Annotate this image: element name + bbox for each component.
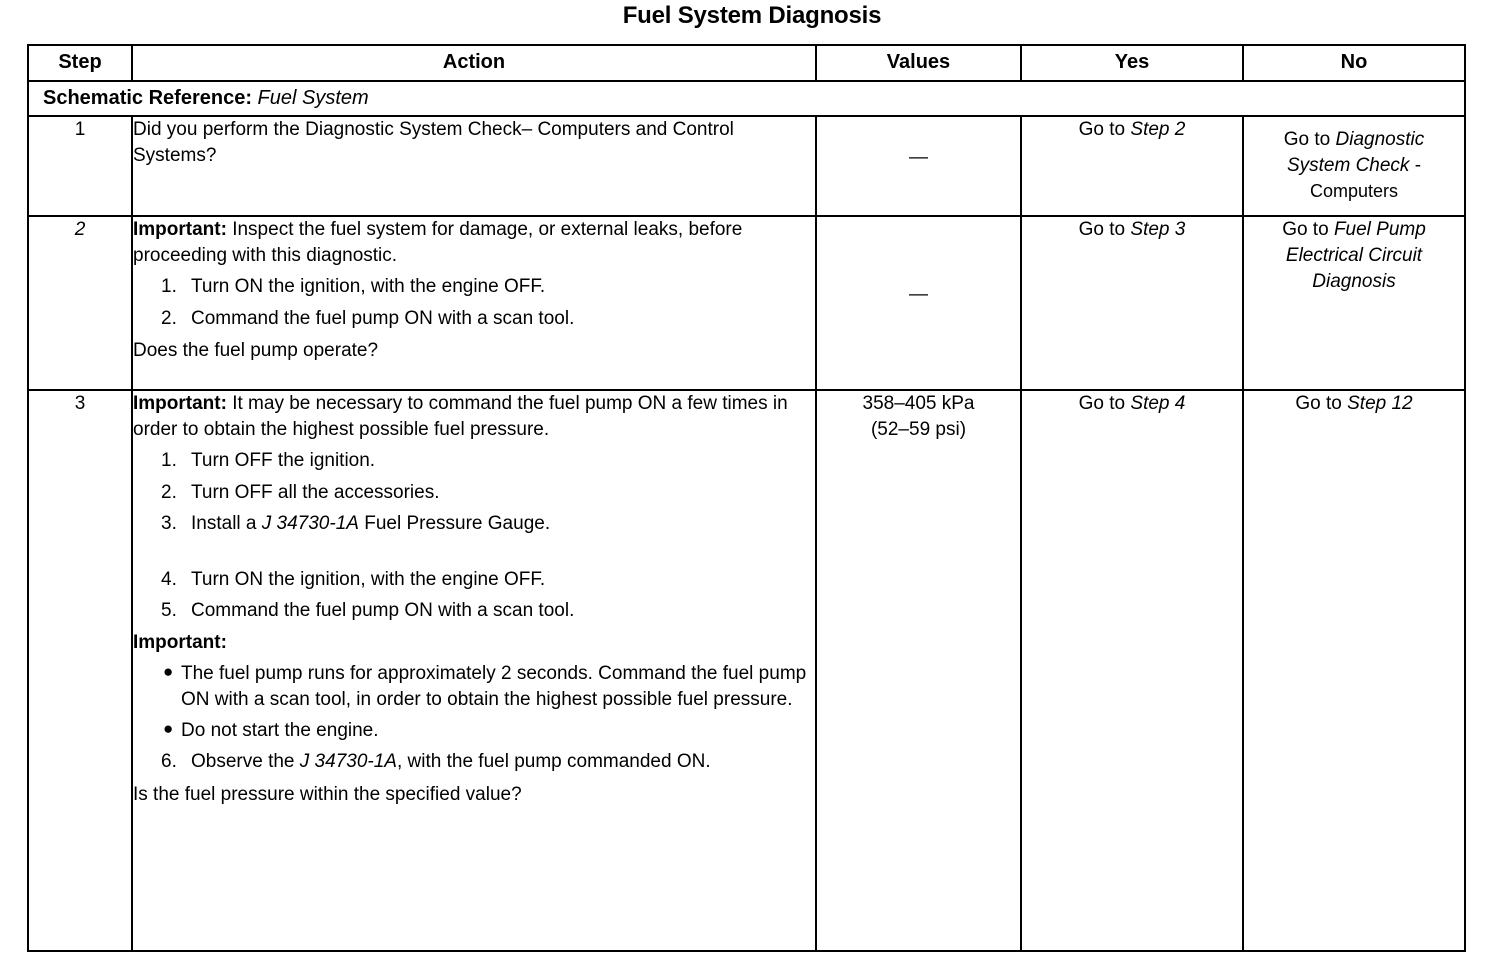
list-item: 1. Turn OFF the ignition. xyxy=(133,448,815,474)
table-row: 1 Did you perform the Diagnostic System … xyxy=(27,115,1466,217)
list-item: 2. Command the fuel pump ON with a scan t… xyxy=(133,306,815,332)
list-item: 3. Install a J 34730-1A Fuel Pressure Gau… xyxy=(133,511,815,537)
list-item-number: 3. xyxy=(161,512,177,534)
no-text-plain: Go to xyxy=(1295,393,1348,414)
yes-text-italic: Step 3 xyxy=(1130,219,1186,240)
list-item: 4. Turn ON the ignition, with the engine … xyxy=(133,567,815,593)
no-text-plain-3: Computers xyxy=(1309,181,1399,202)
list-item-text: Command the fuel pump ON with a scan too… xyxy=(191,600,575,622)
yes-text-italic: Step 2 xyxy=(1130,119,1186,140)
list-item-number: 6. xyxy=(161,751,177,773)
column-header-no: No xyxy=(1242,44,1466,82)
no-text-italic-3: Diagnosis xyxy=(1312,271,1396,293)
no-cell: Go to Diagnostic System Check - Computer… xyxy=(1242,115,1466,217)
action-numbered-list-c: 6. Observe the J 34730-1A, with the fuel … xyxy=(133,749,815,775)
yes-text-plain: Go to xyxy=(1078,393,1131,414)
action-cell: Important: Inspect the fuel system for d… xyxy=(131,215,817,391)
action-cell: Important: It may be necessary to comman… xyxy=(131,389,817,952)
list-item-text: Command the fuel pump ON with a scan too… xyxy=(191,307,575,329)
vertical-spacer xyxy=(133,542,815,562)
list-item: 5. Command the fuel pump ON with a scan t… xyxy=(133,598,815,624)
step-number: 1 xyxy=(27,115,133,217)
list-item: 1. Turn ON the ignition, with the engine … xyxy=(133,274,815,300)
no-text-plain-2: - xyxy=(1409,154,1422,176)
no-text-italic-2: System Check xyxy=(1286,154,1410,176)
action-numbered-list-a: 1. Turn OFF the ignition. 2. Turn OFF all … xyxy=(133,448,815,537)
diagnostic-table: Step Action Values Yes No Schematic Refe… xyxy=(27,44,1466,952)
values-line-kpa: 358–405 kPa xyxy=(862,393,975,414)
list-item-text-before: Observe the xyxy=(191,751,300,773)
step-number: 3 xyxy=(27,389,133,952)
list-item-number: 5. xyxy=(161,600,177,622)
important-label: Important: xyxy=(133,393,227,414)
action-important: Important: It may be necessary to comman… xyxy=(133,391,815,443)
list-item-text-before: Install a xyxy=(191,512,262,534)
no-text-italic: Step 12 xyxy=(1347,393,1413,414)
action-numbered-list-b: 4. Turn ON the ignition, with the engine … xyxy=(133,567,815,624)
yes-cell: Go to Step 3 xyxy=(1020,215,1244,391)
list-item-number: 2. xyxy=(161,307,177,329)
important-text: Inspect the fuel system for damage, or e… xyxy=(133,219,743,267)
no-text-italic: Diagnostic xyxy=(1335,128,1425,150)
no-text-plain: Go to xyxy=(1283,128,1336,150)
action-bullet-list: ● The fuel pump runs for approximately 2 … xyxy=(133,661,815,745)
bullet-icon: ● xyxy=(163,719,174,739)
column-header-values: Values xyxy=(815,44,1022,82)
list-item: ● The fuel pump runs for approximately 2 … xyxy=(133,661,815,713)
yes-cell: Go to Step 4 xyxy=(1020,389,1244,952)
list-item: ● Do not start the engine. xyxy=(133,718,815,744)
no-cell: Go to Step 12 xyxy=(1242,389,1466,952)
table-row: 2 Important: Inspect the fuel system for… xyxy=(27,215,1466,391)
action-question: Does the fuel pump operate? xyxy=(133,339,379,361)
list-item-number: 1. xyxy=(161,450,177,472)
step-number: 2 xyxy=(27,215,133,391)
tool-number: J 34730-1A xyxy=(261,512,359,534)
important-label-2: Important: xyxy=(133,631,227,653)
schematic-reference-row: Schematic Reference: Fuel System xyxy=(27,80,1466,117)
tool-number: J 34730-1A xyxy=(299,751,397,773)
list-item-number: 2. xyxy=(161,481,177,503)
action-cell: Did you perform the Diagnostic System Ch… xyxy=(131,115,817,217)
important-text: It may be necessary to command the fuel … xyxy=(133,393,788,441)
no-text-italic-2: Electrical Circuit xyxy=(1285,245,1423,267)
action-question: Is the fuel pressure within the specifie… xyxy=(133,783,522,805)
list-item-text: Turn ON the ignition, with the engine OF… xyxy=(191,276,546,298)
yes-text-plain: Go to xyxy=(1078,219,1131,240)
action-numbered-list: 1. Turn ON the ignition, with the engine … xyxy=(133,274,815,331)
schematic-reference-label: Schematic Reference: xyxy=(43,86,252,109)
values-line-psi: (52–59 psi) xyxy=(870,419,967,441)
list-item: 6. Observe the J 34730-1A, with the fuel … xyxy=(133,749,815,775)
list-item-text: Turn ON the ignition, with the engine OF… xyxy=(191,569,546,591)
schematic-reference-cell: Schematic Reference: Fuel System xyxy=(27,80,1466,117)
no-text-plain: Go to xyxy=(1282,219,1334,240)
action-important: Important: Inspect the fuel system for d… xyxy=(133,217,815,269)
values-cell: 358–405 kPa (52–59 psi) xyxy=(815,389,1022,952)
list-item-text: Turn OFF all the accessories. xyxy=(191,481,440,503)
list-item-number: 4. xyxy=(161,569,177,591)
schematic-reference-value: Fuel System xyxy=(257,86,369,109)
yes-text-italic: Step 4 xyxy=(1130,393,1186,414)
column-header-yes: Yes xyxy=(1020,44,1244,82)
column-header-step: Step xyxy=(27,44,133,82)
list-item-text: Do not start the engine. xyxy=(181,720,379,742)
list-item-text: The fuel pump runs for approximately 2 s… xyxy=(181,662,807,710)
list-item-text: Turn OFF the ignition. xyxy=(191,450,376,472)
list-item-number: 1. xyxy=(161,276,177,298)
column-header-action: Action xyxy=(131,44,817,82)
list-item: 2. Turn OFF all the accessories. xyxy=(133,480,815,506)
yes-cell: Go to Step 2 xyxy=(1020,115,1244,217)
values-cell: — xyxy=(815,215,1022,391)
page-title: Fuel System Diagnosis xyxy=(622,2,882,29)
bullet-icon: ● xyxy=(163,661,174,681)
list-item-text-after: Fuel Pressure Gauge. xyxy=(358,512,551,534)
important-label: Important: xyxy=(133,219,227,240)
table-row: 3 Important: It may be necessary to comm… xyxy=(27,389,1466,952)
table-header-row: Step Action Values Yes No xyxy=(27,44,1466,82)
yes-text-plain: Go to xyxy=(1078,119,1131,140)
list-item-text-after: , with the fuel pump commanded ON. xyxy=(396,751,711,773)
values-cell: — xyxy=(815,115,1022,217)
action-question: Did you perform the Diagnostic System Ch… xyxy=(133,119,734,167)
no-text-italic: Fuel Pump xyxy=(1333,219,1426,240)
no-cell: Go to Fuel Pump Electrical Circuit Diagn… xyxy=(1242,215,1466,391)
